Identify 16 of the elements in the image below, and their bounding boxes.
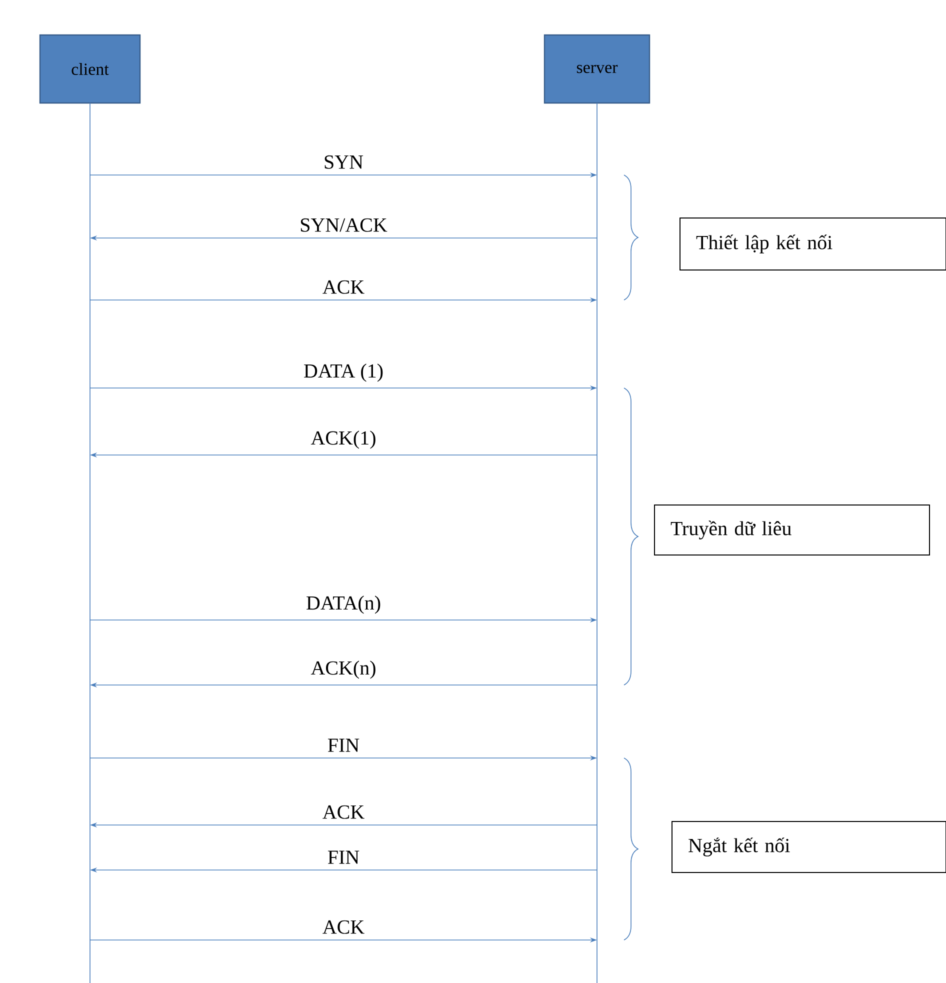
edge-label: FIN xyxy=(326,850,361,865)
phase-box: Truyền dữ liêu xyxy=(654,504,930,556)
edge-label: FIN xyxy=(326,738,361,753)
phase-box: Thiết lập kết nối xyxy=(680,218,946,270)
edge-label: ACK xyxy=(321,919,366,935)
participant-box: client xyxy=(39,34,141,104)
edge-label: ACK(1) xyxy=(310,430,378,450)
edge-label: ACK xyxy=(321,279,366,295)
edge-label: ACK(n) xyxy=(310,660,378,680)
edge-label: ACK xyxy=(321,804,366,820)
edge-label: DATA(n) xyxy=(304,594,382,615)
edge-label: SYN xyxy=(322,154,364,170)
participant-box: server xyxy=(544,34,650,104)
edge-label: DATA (1) xyxy=(302,362,385,383)
phase-box: Ngắt kết nối xyxy=(672,821,946,873)
edge-label: SYN/ACK xyxy=(298,217,388,233)
